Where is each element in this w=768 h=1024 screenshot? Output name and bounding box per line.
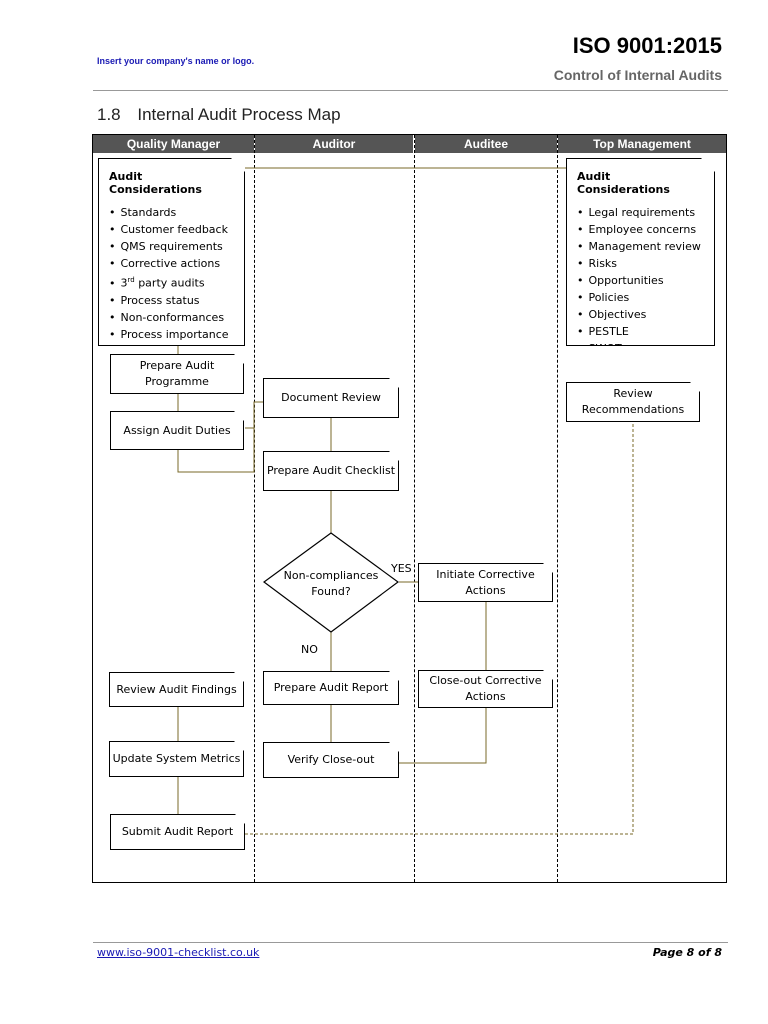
step-initiate-corrective-actions: Initiate Corrective Actions — [418, 563, 553, 602]
step-review-audit-findings: Review Audit Findings — [109, 672, 244, 707]
step-close-out-corrective-actions: Close-out Corrective Actions — [418, 670, 553, 708]
decision-non-compliances-found: Non-compliances Found? — [283, 569, 379, 598]
tm-considerations-title: Audit Considerations — [577, 170, 670, 196]
lane-divider — [414, 135, 415, 882]
step-update-system-metrics: Update System Metrics — [109, 741, 244, 777]
list-item: Process status — [109, 292, 236, 309]
decision-no-label: NO — [301, 643, 318, 656]
list-item: Policies — [577, 289, 706, 306]
list-item: QMS requirements — [109, 238, 236, 255]
footer-divider — [93, 942, 728, 943]
section-number: 1.8 — [97, 105, 121, 124]
document-subtitle: Control of Internal Audits — [553, 67, 722, 83]
step-verify-close-out: Verify Close-out — [263, 742, 399, 778]
lane-header-quality-manager: Quality Manager — [93, 135, 254, 153]
lane-header-auditor: Auditor — [255, 135, 413, 153]
list-item: Process importance — [109, 326, 236, 343]
qm-audit-considerations: Audit Considerations Standards Customer … — [98, 158, 245, 346]
decision-yes-label: YES — [391, 562, 412, 575]
lane-divider — [557, 135, 558, 882]
list-item: PESTLE — [577, 323, 706, 340]
list-item: Customer feedback — [109, 221, 236, 238]
process-map: Quality Manager Auditor Auditee Top Mana… — [92, 134, 727, 883]
step-prepare-audit-checklist: Prepare Audit Checklist — [263, 451, 399, 491]
page-number: Page 8 of 8 — [652, 946, 722, 959]
header-divider — [93, 90, 728, 91]
lane-header-auditee: Auditee — [415, 135, 557, 153]
step-submit-audit-report: Submit Audit Report — [110, 814, 245, 850]
step-assign-audit-duties: Assign Audit Duties — [110, 411, 244, 450]
list-item: Management review — [577, 238, 706, 255]
footer-website-link[interactable]: www.iso-9001-checklist.co.uk — [97, 946, 260, 959]
step-prepare-audit-programme: Prepare Audit Programme — [110, 354, 244, 394]
lane-header-top-management: Top Management — [558, 135, 726, 153]
decision-diamond — [262, 532, 400, 633]
section-title: 1.8 Internal Audit Process Map — [97, 105, 341, 125]
list-item: Objectives — [577, 306, 706, 323]
list-item: 3rd party audits — [109, 272, 236, 292]
list-item: Non-conformances — [109, 309, 236, 326]
step-prepare-audit-report: Prepare Audit Report — [263, 671, 399, 705]
section-title-text: Internal Audit Process Map — [137, 105, 341, 124]
list-item: Opportunities — [577, 272, 706, 289]
tm-audit-considerations: Audit Considerations Legal requirements … — [566, 158, 715, 346]
list-item: Employee concerns — [577, 221, 706, 238]
list-item: Corrective actions — [109, 255, 236, 272]
list-item: Standards — [109, 204, 236, 221]
step-review-recommendations: Review Recommendations — [566, 382, 700, 422]
lane-divider — [254, 135, 255, 882]
document-title: ISO 9001:2015 — [572, 33, 722, 58]
step-document-review: Document Review — [263, 378, 399, 418]
company-name-placeholder: Insert your company's name or logo. — [97, 56, 255, 66]
list-item: Legal requirements — [577, 204, 706, 221]
qm-considerations-title: Audit Considerations — [109, 170, 202, 196]
list-item: Risks — [577, 255, 706, 272]
